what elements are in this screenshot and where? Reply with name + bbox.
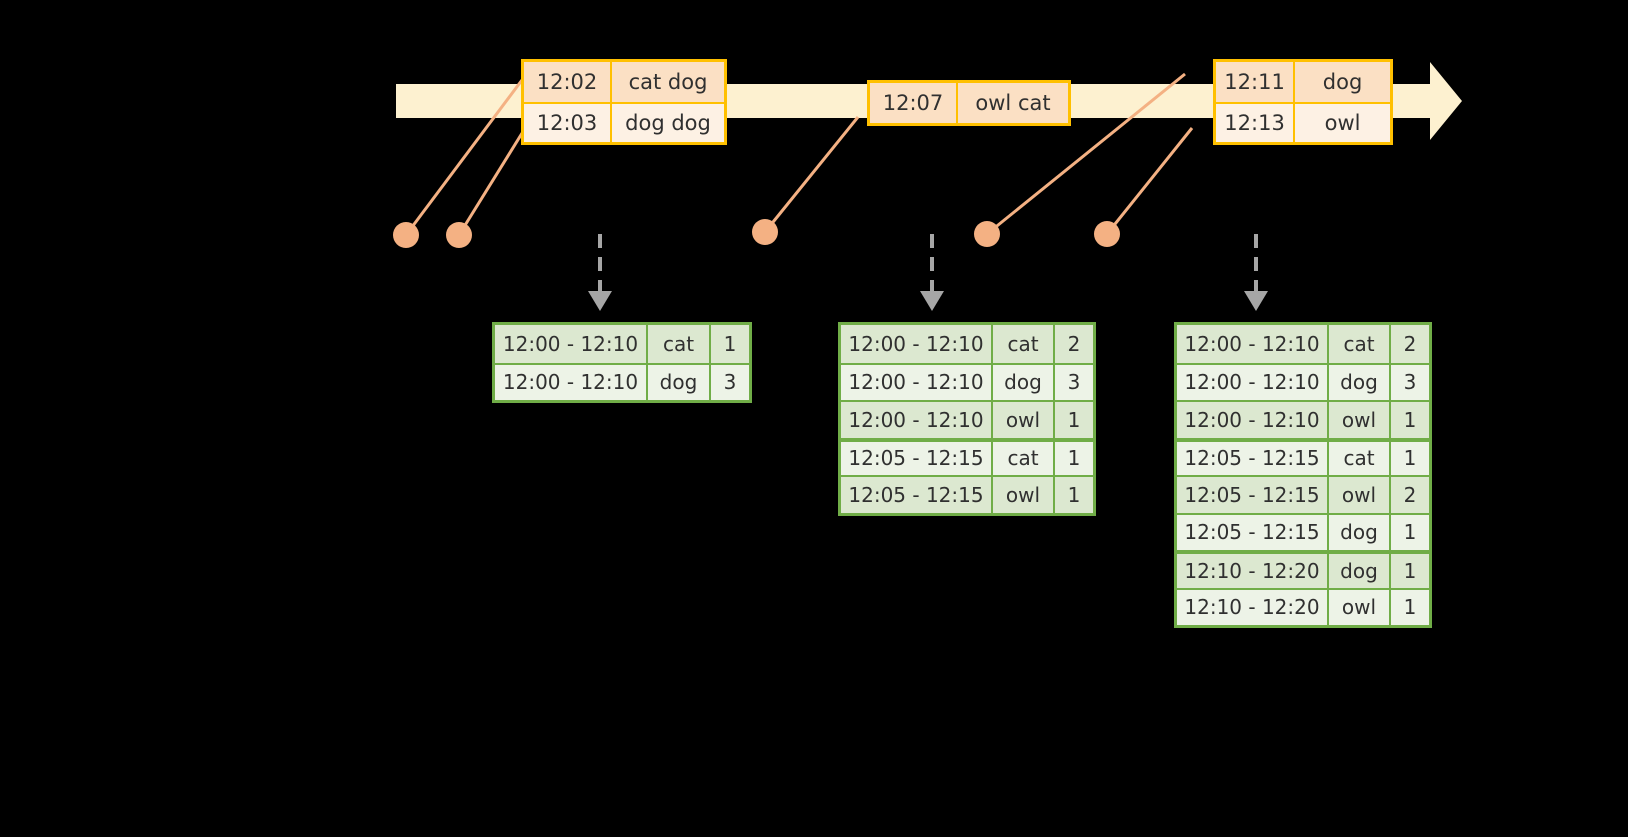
event-time: 12:07 [870, 83, 958, 123]
cell-count: 3 [1403, 370, 1417, 395]
cell-key: cat [1329, 325, 1391, 363]
table-row[interactable]: 12:10 - 12:20 owl 1 [1177, 587, 1429, 625]
event-text: dog dog [625, 111, 711, 135]
event-row[interactable]: 12:11 dog [1216, 62, 1390, 102]
table-row[interactable]: 12:05 - 12:15 cat 1 [1177, 437, 1429, 475]
event-text: owl [1324, 111, 1361, 135]
cell-count: 3 [723, 370, 737, 395]
result-table-2[interactable]: 12:00 - 12:10 cat 2 12:00 - 12:10 dog 3 … [838, 322, 1096, 516]
connector-dot-3 [752, 219, 778, 245]
cell-count: 1 [1067, 446, 1081, 471]
cell-count: 2 [1403, 482, 1417, 507]
event-time: 12:02 [524, 62, 612, 102]
cell-key: dog [1329, 514, 1391, 550]
event-time: 12:03 [524, 104, 612, 142]
connector-dot-5 [1094, 221, 1120, 247]
cell-count: 1 [723, 331, 737, 356]
cell-key: owl [1329, 402, 1391, 438]
cell-interval: 12:00 - 12:10 [841, 364, 993, 400]
cell-interval: 12:00 - 12:10 [495, 364, 648, 400]
cell-key: dog [648, 364, 711, 400]
cell-key: cat [993, 441, 1055, 475]
cell-count: 1 [1403, 558, 1417, 583]
cell-count: 1 [1067, 407, 1081, 432]
cell-count: 1 [1403, 446, 1417, 471]
cell-interval: 12:05 - 12:15 [1177, 441, 1329, 475]
connector-line-5 [1105, 127, 1194, 235]
cell-count: 3 [1067, 370, 1081, 395]
cell-key: cat [993, 325, 1055, 363]
event-group-3[interactable]: 12:11 dog 12:13 owl [1213, 59, 1393, 145]
table-row[interactable]: 12:00 - 12:10 cat 1 [495, 325, 749, 363]
table-row[interactable]: 12:00 - 12:10 cat 2 [841, 325, 1093, 363]
table-row[interactable]: 12:00 - 12:10 owl 1 [1177, 400, 1429, 438]
cell-interval: 12:05 - 12:15 [841, 441, 993, 475]
cell-count: 2 [1067, 331, 1081, 356]
cell-count: 1 [1403, 595, 1417, 620]
cell-interval: 12:10 - 12:20 [1177, 589, 1329, 625]
event-row[interactable]: 12:13 owl [1216, 102, 1390, 142]
connector-dot-1 [393, 222, 419, 248]
connector-dot-4 [974, 221, 1000, 247]
result-table-1[interactable]: 12:00 - 12:10 cat 1 12:00 - 12:10 dog 3 [492, 322, 752, 403]
connector-dot-2 [446, 222, 472, 248]
cell-interval: 12:00 - 12:10 [1177, 364, 1329, 400]
dashed-arrow-1 [588, 234, 612, 311]
table-row[interactable]: 12:05 - 12:15 dog 1 [1177, 512, 1429, 550]
table-row[interactable]: 12:00 - 12:10 dog 3 [841, 362, 1093, 400]
table-row[interactable]: 12:05 - 12:15 cat 1 [841, 437, 1093, 475]
cell-key: owl [1329, 589, 1391, 625]
connector-line-1 [404, 79, 524, 236]
dashed-arrow-3 [1244, 234, 1268, 311]
cell-interval: 12:05 - 12:15 [1177, 477, 1329, 513]
cell-interval: 12:10 - 12:20 [1177, 554, 1329, 588]
event-time: 12:13 [1216, 104, 1296, 142]
event-group-1[interactable]: 12:02 cat dog 12:03 dog dog [521, 59, 727, 145]
cell-interval: 12:00 - 12:10 [841, 325, 993, 363]
result-table-3[interactable]: 12:00 - 12:10 cat 2 12:00 - 12:10 dog 3 … [1174, 322, 1432, 628]
cell-interval: 12:00 - 12:10 [495, 325, 648, 363]
cell-key: dog [993, 364, 1055, 400]
event-row[interactable]: 12:03 dog dog [524, 102, 724, 142]
table-row[interactable]: 12:00 - 12:10 cat 2 [1177, 325, 1429, 363]
cell-key: dog [1329, 364, 1391, 400]
connector-line-3 [763, 116, 860, 233]
cell-interval: 12:00 - 12:10 [1177, 402, 1329, 438]
cell-key: dog [1329, 554, 1391, 588]
table-row[interactable]: 12:05 - 12:15 owl 2 [1177, 475, 1429, 513]
cell-interval: 12:00 - 12:10 [841, 402, 993, 438]
table-row[interactable]: 12:05 - 12:15 owl 1 [841, 475, 1093, 513]
cell-key: owl [1329, 477, 1391, 513]
cell-interval: 12:05 - 12:15 [841, 477, 993, 513]
cell-key: cat [648, 325, 711, 363]
event-text: dog [1322, 70, 1363, 94]
connector-line-2 [457, 129, 526, 236]
cell-count: 1 [1403, 407, 1417, 432]
event-row[interactable]: 12:02 cat dog [524, 62, 724, 102]
event-time: 12:11 [1216, 62, 1296, 102]
table-row[interactable]: 12:10 - 12:20 dog 1 [1177, 550, 1429, 588]
cell-interval: 12:00 - 12:10 [1177, 325, 1329, 363]
cell-key: cat [1329, 441, 1391, 475]
table-row[interactable]: 12:00 - 12:10 dog 3 [495, 362, 749, 400]
cell-count: 1 [1067, 482, 1081, 507]
event-group-2[interactable]: 12:07 owl cat [867, 80, 1071, 126]
event-row[interactable]: 12:07 owl cat [870, 83, 1068, 123]
cell-interval: 12:05 - 12:15 [1177, 514, 1329, 550]
cell-key: owl [993, 402, 1055, 438]
cell-count: 2 [1403, 331, 1417, 356]
cell-key: owl [993, 477, 1055, 513]
event-text: owl cat [975, 91, 1051, 115]
table-row[interactable]: 12:00 - 12:10 owl 1 [841, 400, 1093, 438]
event-text: cat dog [628, 70, 708, 94]
cell-count: 1 [1403, 520, 1417, 545]
dashed-arrow-2 [920, 234, 944, 311]
table-row[interactable]: 12:00 - 12:10 dog 3 [1177, 362, 1429, 400]
